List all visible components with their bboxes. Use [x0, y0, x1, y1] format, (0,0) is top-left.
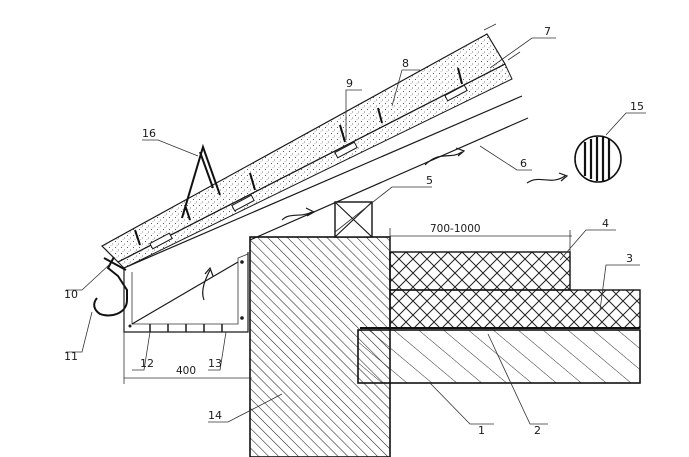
callout-15: 15 — [630, 100, 644, 113]
roof-ridge-cut — [483, 23, 521, 61]
eaves-strut — [131, 261, 239, 325]
leader-lines — [66, 37, 646, 425]
callout-8: 8 — [402, 57, 409, 70]
callout-12: 12 — [140, 357, 154, 370]
roof-batten-layer — [117, 63, 513, 269]
callouts: 1 2 3 4 5 6 7 8 9 10 11 12 13 14 15 16 — [64, 25, 644, 437]
callout-2: 2 — [534, 424, 541, 437]
callout-6: 6 — [520, 157, 527, 170]
snow-guard — [181, 143, 221, 219]
callout-11: 11 — [64, 350, 78, 363]
callout-5: 5 — [426, 174, 433, 187]
callout-16: 16 — [142, 127, 156, 140]
gutter-edge — [103, 257, 127, 271]
rafter-bottom-line-2 — [249, 117, 529, 241]
callout-13: 13 — [208, 357, 222, 370]
callout-10: 10 — [64, 288, 78, 301]
dimension-400: 400 — [123, 332, 252, 384]
roof-battens — [149, 84, 468, 250]
gutter-hook — [93, 256, 128, 317]
soffit-vent-slats — [149, 324, 223, 332]
eaves-soffit-inner — [131, 253, 249, 325]
mineral-wool-insulation — [389, 251, 571, 291]
roof-tile-steps — [134, 67, 463, 246]
floor-slab — [357, 329, 641, 384]
callout-14: 14 — [208, 409, 222, 422]
dimension-label-insulation: 700-1000 — [430, 223, 481, 235]
airflow-arrows — [202, 147, 569, 301]
vent-grille — [574, 135, 622, 183]
callout-4: 4 — [602, 217, 609, 230]
dimension-label-overhang: 400 — [176, 365, 196, 377]
rafter-bottom-line — [123, 95, 523, 269]
dimension-700-1000: 700-1000 — [389, 223, 572, 252]
callout-3: 3 — [626, 252, 633, 265]
callout-9: 9 — [346, 77, 353, 90]
callout-1: 1 — [478, 424, 485, 437]
soffit-bolts — [128, 260, 244, 328]
mineral-wool-insulation-lower — [389, 289, 641, 329]
callout-7: 7 — [544, 25, 551, 38]
